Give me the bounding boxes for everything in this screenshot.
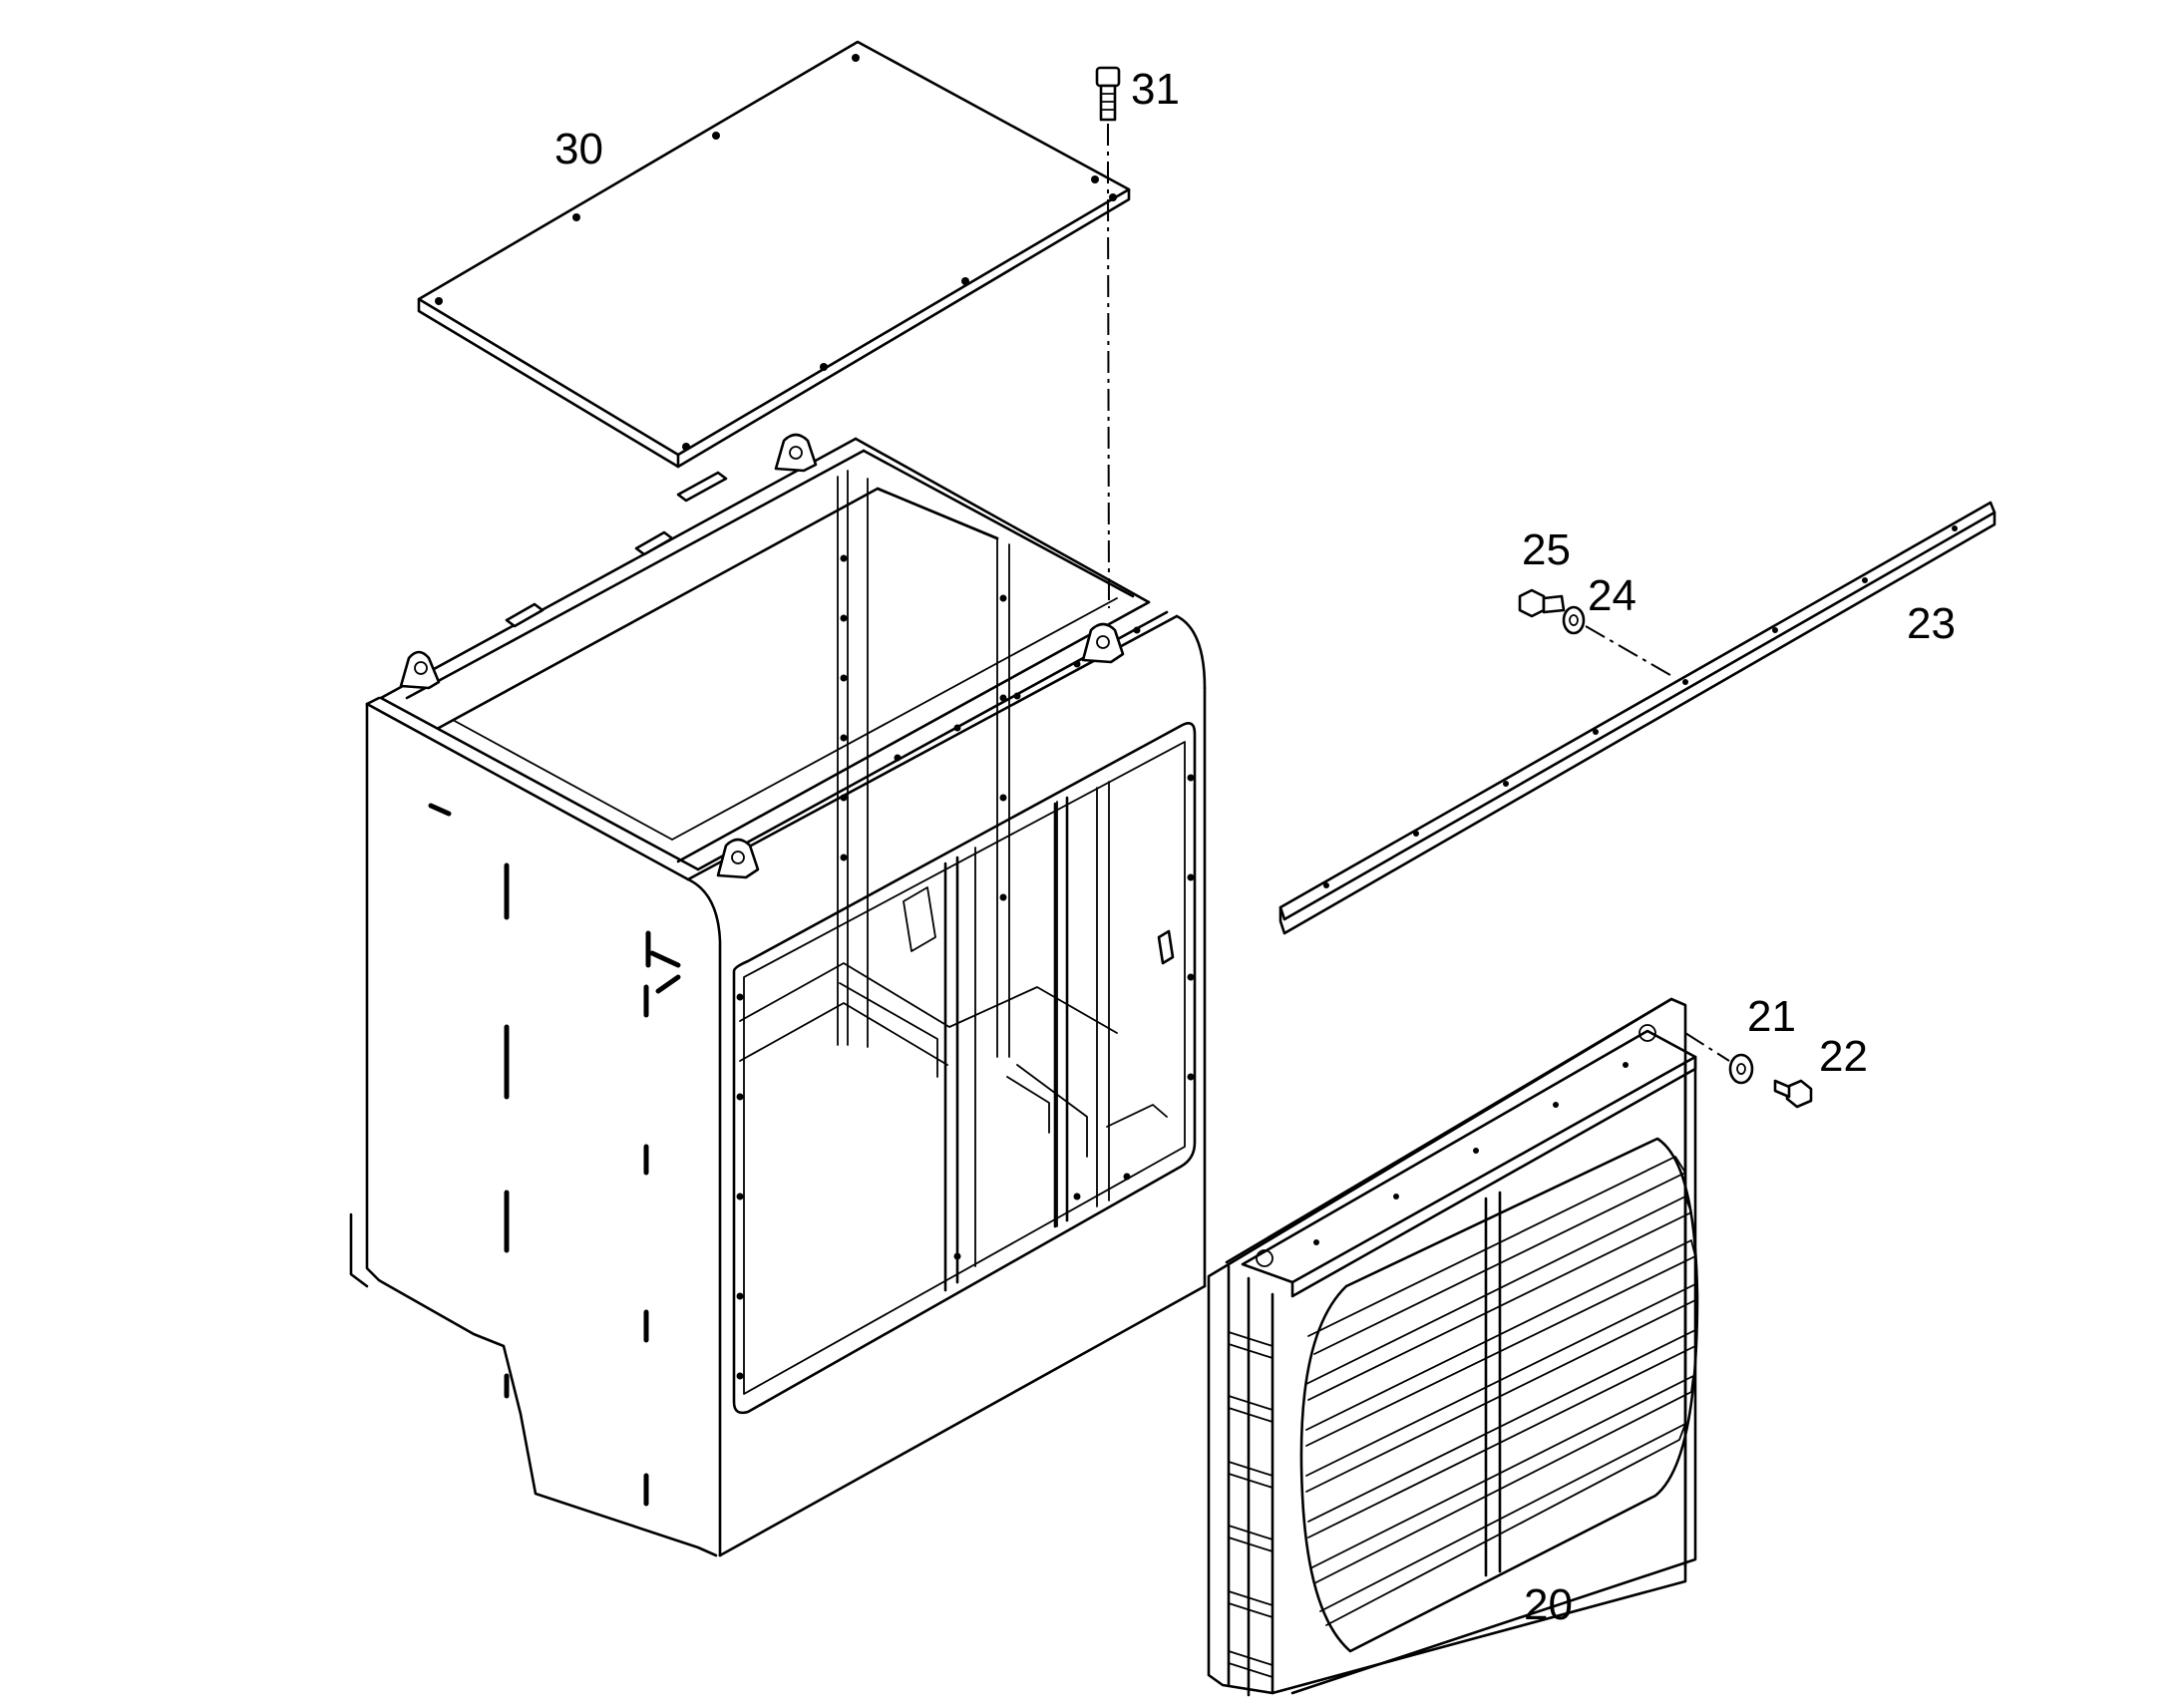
- screw-31: [1095, 66, 1121, 122]
- cabin-frame-body: [349, 433, 1207, 1557]
- top-cover-plate-30: [417, 40, 1131, 469]
- strip-23: [1278, 501, 1997, 935]
- bolt-22: [1773, 1079, 1813, 1109]
- callout-30: 30: [554, 125, 603, 173]
- callout-20: 20: [1524, 1580, 1573, 1629]
- leader-line-31: [1107, 124, 1110, 609]
- callout-31: 31: [1131, 65, 1180, 114]
- callout-24: 24: [1588, 571, 1636, 620]
- leader-line-21: [1684, 1032, 1730, 1062]
- washer-24: [1562, 605, 1586, 635]
- bolt-25: [1518, 588, 1566, 618]
- grille-panel-20: [1207, 997, 1699, 1697]
- callout-25: 25: [1522, 525, 1571, 574]
- callout-23: 23: [1907, 599, 1956, 648]
- callout-21: 21: [1747, 992, 1796, 1041]
- leader-line-24: [1585, 625, 1676, 679]
- callout-22: 22: [1819, 1032, 1868, 1081]
- washer-21: [1728, 1053, 1754, 1085]
